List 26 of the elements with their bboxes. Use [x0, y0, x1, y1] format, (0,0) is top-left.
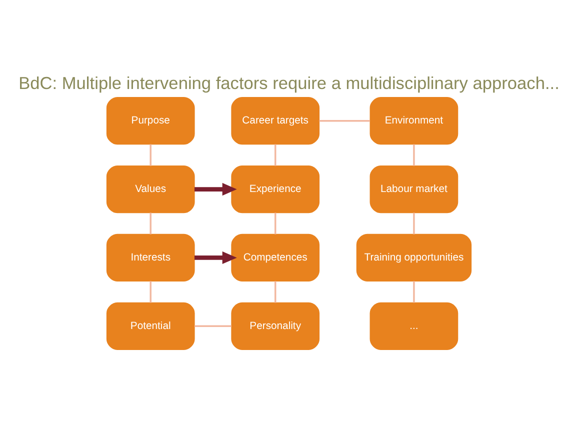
node-box: Environment	[370, 97, 458, 145]
connector	[150, 144, 152, 166]
connector	[194, 325, 232, 328]
connector	[413, 144, 415, 166]
connector	[274, 144, 276, 166]
connector	[150, 212, 152, 234]
arrow	[194, 182, 237, 196]
connector	[150, 281, 152, 303]
diagram-title: BdC: Multiple intervening factors require a multidisciplinary approach...	[18, 72, 560, 93]
node-box: Experience	[231, 165, 320, 214]
node-box: Personality	[231, 302, 320, 350]
node-box: Training opportunities	[356, 234, 472, 282]
connector	[319, 120, 370, 122]
node-box: ...	[370, 302, 458, 350]
node-box: Interests	[106, 234, 195, 282]
node-box: Labour market	[370, 165, 458, 214]
connector	[413, 212, 415, 234]
connector	[274, 212, 276, 234]
arrow	[194, 251, 237, 264]
connector	[274, 281, 276, 303]
node-box: Potential	[106, 302, 195, 350]
connector	[413, 281, 415, 303]
node-box: Competences	[231, 234, 320, 282]
node-box: Purpose	[106, 97, 195, 145]
node-box: Values	[106, 165, 195, 214]
node-box: Career targets	[231, 97, 320, 145]
